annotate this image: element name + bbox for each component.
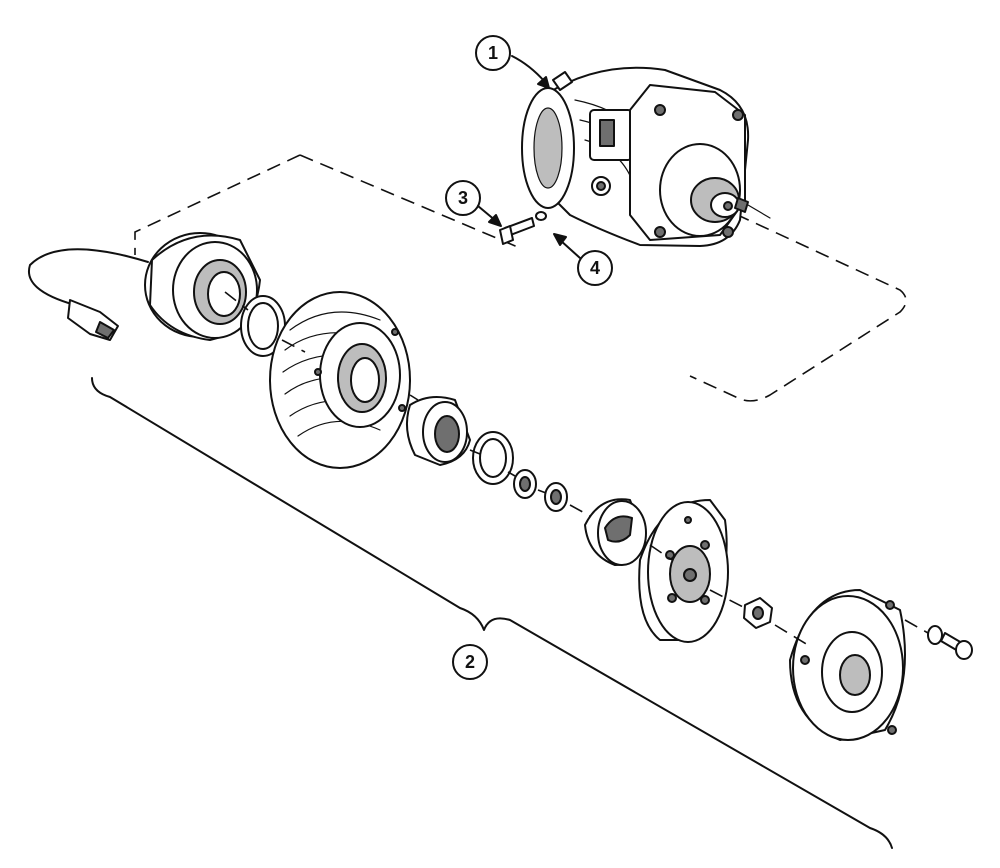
svg-text:1: 1 (488, 43, 498, 63)
cover-washer (927, 625, 943, 645)
assembly-dashed-outline (134, 154, 907, 402)
callout-3: 3 (445, 180, 502, 227)
svg-text:2: 2 (465, 652, 475, 672)
armature-plate (638, 499, 729, 643)
callout-2: 2 (452, 644, 488, 680)
washer-outer (544, 482, 568, 512)
assembly-bracket (91, 377, 893, 849)
callout-1: 1 (475, 35, 550, 89)
compressor (521, 66, 771, 247)
washer-inner (513, 469, 537, 499)
snap-ring-bearing (472, 431, 514, 485)
o-ring (535, 211, 547, 221)
field-coil (27, 232, 261, 341)
snap-ring-coil (240, 295, 286, 357)
bearing (405, 395, 471, 466)
front-cover (789, 589, 906, 741)
clutch-hub (584, 498, 647, 566)
callout-4: 4 (553, 233, 613, 286)
cover-bolt (940, 632, 973, 660)
svg-text:3: 3 (458, 188, 468, 208)
pulley (269, 291, 411, 469)
svg-text:4: 4 (590, 258, 600, 278)
assembly-axis-line (224, 291, 929, 646)
mounting-bolt (499, 217, 535, 245)
shaft-nut (743, 597, 773, 629)
